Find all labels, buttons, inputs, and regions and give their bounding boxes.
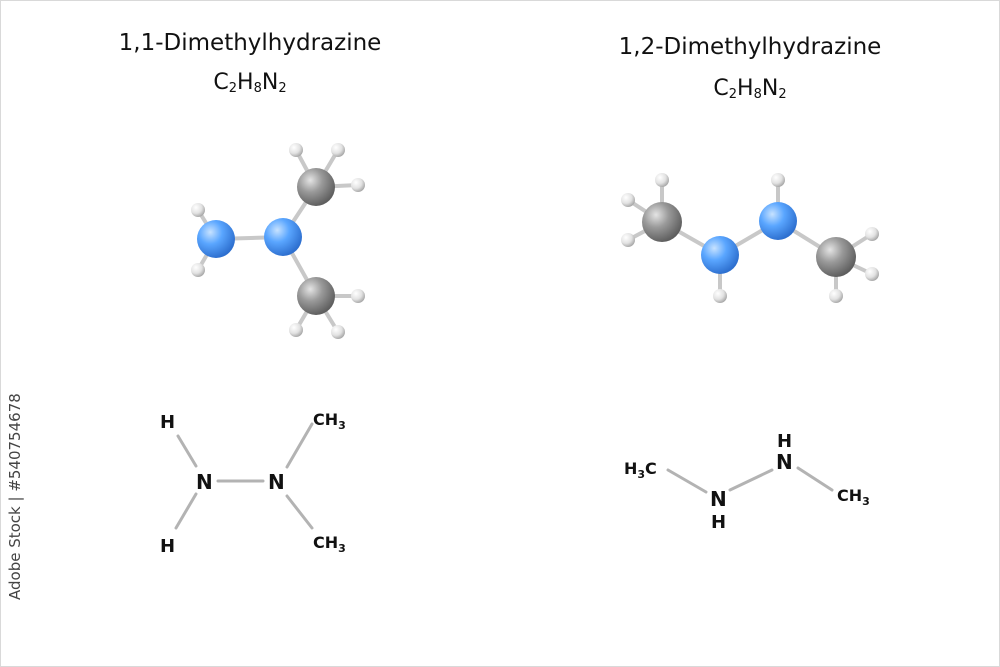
hydrogen-atom bbox=[191, 263, 205, 277]
molecule-2-name: 1,2-Dimethylhydrazine bbox=[618, 34, 882, 60]
hydrogen-atom bbox=[655, 173, 669, 187]
carbon-atom bbox=[642, 202, 682, 242]
hydrogen-atom bbox=[331, 143, 345, 157]
hydrogen-atom bbox=[351, 289, 365, 303]
hydrogen-atom bbox=[191, 203, 205, 217]
hydrogen-label: H bbox=[160, 412, 175, 433]
hydrogen-atom bbox=[621, 233, 635, 247]
nitrogen-label: N bbox=[776, 450, 793, 474]
hydrogen-atom bbox=[331, 325, 345, 339]
nitrogen-label: N bbox=[196, 470, 213, 494]
hydrogen-atom bbox=[829, 289, 843, 303]
molecule-2-formula: C2H8N2 bbox=[713, 76, 787, 102]
carbon-atom bbox=[816, 237, 856, 277]
hydrogen-atom bbox=[771, 173, 785, 187]
methyl-label: CH3 bbox=[837, 486, 870, 508]
molecule-2-structural-formula: H3C N H N H CH3 bbox=[624, 431, 870, 533]
hydrogen-atom bbox=[713, 289, 727, 303]
carbon-atom bbox=[297, 168, 335, 206]
methyl-label: H3C bbox=[624, 459, 657, 481]
molecule-1-formula: C2H8N2 bbox=[213, 70, 287, 96]
molecule-1-structural-bonds bbox=[174, 422, 314, 530]
carbon-atom bbox=[297, 277, 335, 315]
hydrogen-atom bbox=[351, 178, 365, 192]
hydrogen-atom bbox=[865, 267, 879, 281]
hydrogen-atom bbox=[289, 143, 303, 157]
hydrogen-label: H bbox=[711, 512, 726, 533]
molecule-1-structural-formula: H H N N CH3 CH3 bbox=[160, 410, 346, 557]
stock-credit: Adobe Stock | #540754678 bbox=[6, 393, 24, 600]
nitrogen-atom bbox=[197, 220, 235, 258]
hydrogen-label: H bbox=[160, 536, 175, 557]
molecule-2-structural-bonds bbox=[666, 466, 834, 494]
nitrogen-label: N bbox=[710, 487, 727, 511]
hydrogen-label: H bbox=[777, 431, 792, 452]
molecule-1-ball-model bbox=[191, 143, 365, 339]
nitrogen-atom bbox=[264, 218, 302, 256]
methyl-label: CH3 bbox=[313, 410, 346, 432]
molecule-2-ball-model bbox=[621, 173, 879, 303]
hydrogen-atom bbox=[621, 193, 635, 207]
nitrogen-atom bbox=[701, 236, 739, 274]
hydrogen-atom bbox=[289, 323, 303, 337]
nitrogen-atom bbox=[759, 202, 797, 240]
hydrogen-atom bbox=[865, 227, 879, 241]
molecule-1-name: 1,1-Dimethylhydrazine bbox=[118, 30, 382, 56]
nitrogen-label: N bbox=[268, 470, 285, 494]
methyl-label: CH3 bbox=[313, 533, 346, 555]
